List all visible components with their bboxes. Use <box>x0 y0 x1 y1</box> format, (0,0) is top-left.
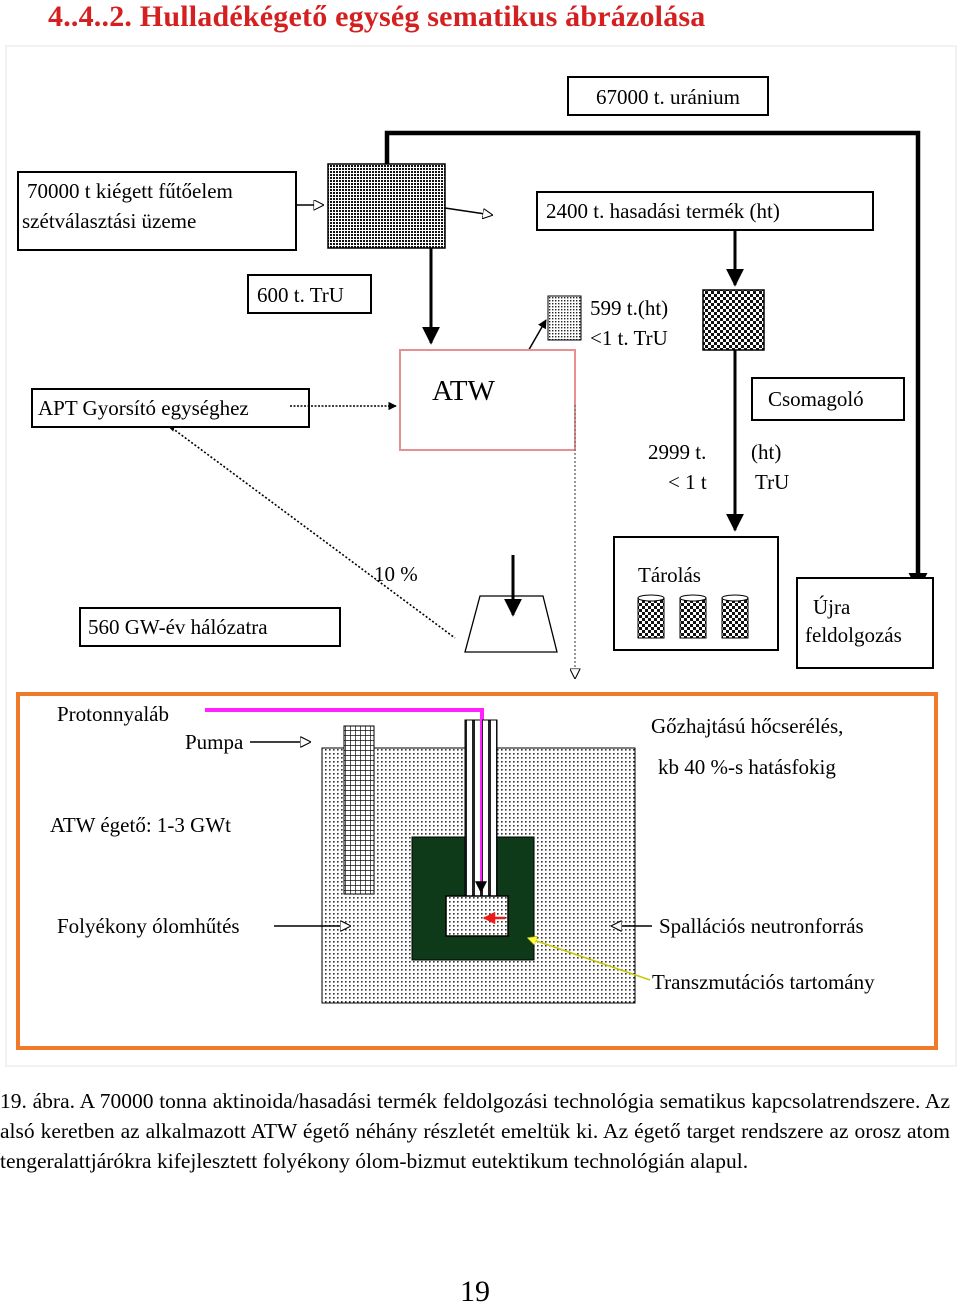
apt-label: APT Gyorsító egységhez <box>38 396 249 420</box>
tru-600-box <box>247 274 372 314</box>
schematic-diagram: 67000 t. uránium 70000 t kiégett fűtőele… <box>5 45 957 1067</box>
storage-canister-1 <box>637 594 665 639</box>
figure-caption: 19. ábra. A 70000 tonna aktinoida/hasadá… <box>0 1089 950 1173</box>
page-number: 19 <box>460 1275 490 1308</box>
percent-label: 10 % <box>374 562 418 586</box>
small-output-line1: 599 t.(ht) <box>590 296 668 320</box>
figure-frame <box>5 45 957 1067</box>
steam-exchange-label: Gőzhajtású hőcserélés, <box>651 714 843 738</box>
separation-plant-box <box>17 171 297 251</box>
packager-feed-block <box>702 289 765 351</box>
storage-label: Tárolás <box>638 563 701 587</box>
waste-funnel <box>464 595 558 653</box>
proton-beam-label: Protonnyaláb <box>57 702 169 726</box>
small-output-line2: <1 t. TrU <box>590 326 668 350</box>
atw-label: ATW <box>432 375 495 407</box>
packager-label: Csomagoló <box>768 387 864 411</box>
spallation-label: Spallációs neutronforrás <box>659 914 864 938</box>
reprocessing-line2: feldolgozás <box>805 623 902 647</box>
fission-products-box <box>536 191 874 231</box>
apt-arrow-head <box>168 425 176 432</box>
apt-box <box>31 388 310 428</box>
arrow-transmutation <box>528 938 651 981</box>
flow-ht: (ht) <box>751 440 781 464</box>
spallation-target <box>445 895 509 937</box>
efficiency-label: kb 40 %-s hatásfokig <box>658 755 836 779</box>
uranium-label: 67000 t. uránium <box>596 85 740 109</box>
separation-plant-line2: szétválasztási üzeme <box>22 209 196 233</box>
apt-to-grid-line <box>171 427 456 639</box>
arrow-to-fission <box>444 207 492 215</box>
storage-canister-3 <box>721 594 749 639</box>
reprocessing-line1: Újra <box>813 595 851 619</box>
storage-canister-2 <box>679 594 707 639</box>
pump-label: Pumpa <box>185 730 244 754</box>
packager-box <box>751 377 905 421</box>
small-product-box <box>547 295 582 341</box>
transmutation-label: Transzmutációs tartomány <box>652 970 875 994</box>
uranium-box <box>567 76 769 116</box>
grid-box <box>79 607 341 647</box>
pump-column <box>343 725 375 895</box>
burner-label: ATW égető: 1-3 GWt <box>50 813 231 837</box>
fission-products-label: 2400 t. hasadási termék (ht) <box>546 199 780 223</box>
reprocessing-box <box>796 577 934 669</box>
flow-tru: TrU <box>755 470 789 494</box>
flow-lt1: < 1 t <box>668 470 707 494</box>
separator-block <box>327 163 446 249</box>
grid-label: 560 GW-év hálózatra <box>88 615 268 639</box>
section-heading: 4..4..2. Hulladékégető egység sematikus … <box>48 0 706 33</box>
tru-600-label: 600 t. TrU <box>257 283 344 307</box>
flow-2999: 2999 t. <box>648 440 706 464</box>
separation-plant-line1: 70000 t kiégett fűtőelem <box>27 179 233 203</box>
lead-cooling-label: Folyékony ólomhűtés <box>57 914 240 938</box>
atw-box <box>399 349 576 451</box>
